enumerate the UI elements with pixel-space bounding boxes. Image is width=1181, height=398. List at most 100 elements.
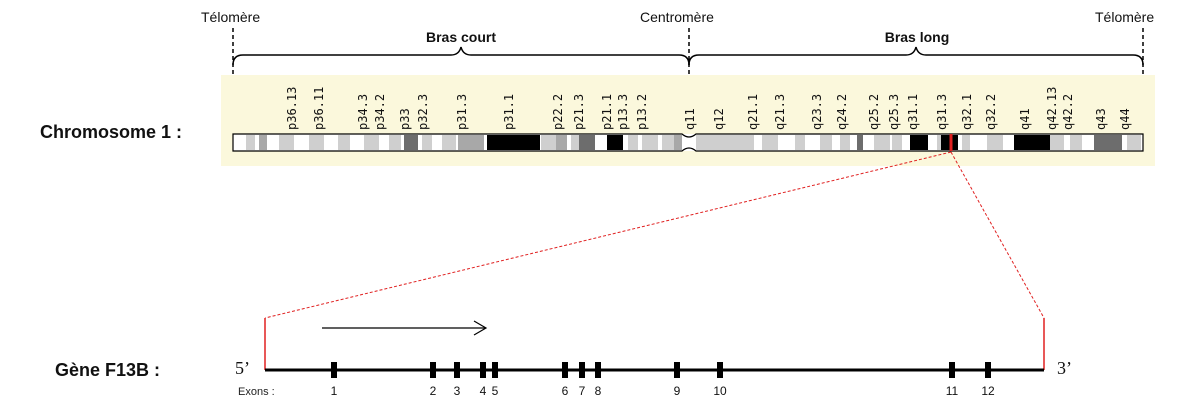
chromosome-band [642,135,658,150]
band-label: q31.1 [906,94,920,130]
chromosome-band [541,135,556,150]
band-label: q11 [683,108,697,130]
band-label: p21.3 [572,94,586,130]
chromosome-band [706,135,754,150]
band-label: p33 [398,108,412,130]
five-prime-label: 5’ [235,358,250,378]
gene-title: Gène F13B : [55,360,161,380]
exon-number: 7 [579,384,586,398]
chromosome-band [696,135,706,150]
exon-number: 1 [331,384,338,398]
exon-number: 3 [454,384,461,398]
band-rect-group [246,135,1141,150]
short-arm-label: Bras court [426,29,496,45]
band-label: q25.2 [867,94,881,130]
band-label: q42.2 [1061,94,1075,130]
chromosome-band [892,135,902,150]
band-label: p13.2 [635,94,649,130]
band-label: q32.1 [960,94,974,130]
exon-mark [949,362,955,378]
chromosome-title: Chromosome 1 : [40,122,183,142]
band-label: p31.3 [455,94,469,130]
chromosome-band [857,135,863,150]
short-arm-brace [232,46,690,66]
exon-mark [331,362,337,378]
chromosome-band [487,135,540,150]
exon-number: 12 [981,384,995,398]
exon-mark [492,362,498,378]
band-label: q25.3 [887,94,901,130]
band-label: q21.3 [773,94,787,130]
band-label: q42.13 [1045,87,1059,130]
zoom-line-left [264,151,952,319]
chromosome-band [762,135,778,150]
chromosome-band [1050,135,1064,150]
exon-mark [579,362,585,378]
chromosome-band [607,135,623,150]
exon-number: 10 [713,384,727,398]
chromosome-band [571,135,579,150]
band-label: p34.2 [373,94,387,130]
band-label: p34.3 [356,94,370,130]
band-label: p21.1 [600,94,614,130]
exon-number: 5 [492,384,499,398]
exon-mark [480,362,486,378]
exon-mark [454,362,460,378]
chromosome-band [820,135,832,150]
chromosome-band [674,135,682,150]
chromosome-band [309,135,324,150]
exons-label: Exons : [238,386,275,398]
chromosome-band [279,135,294,150]
band-label: q32.2 [984,94,998,130]
band-label: q21.1 [746,94,760,130]
exon-mark [985,362,991,378]
exon-mark [595,362,601,378]
chromosome-band [458,135,484,150]
telomere-left-label: Télomère [201,9,260,25]
chromosome-band [442,135,456,150]
telomere-right-label: Télomère [1095,9,1154,25]
transcription-arrow [322,320,488,336]
band-label: p31.1 [502,94,516,130]
band-label: p32.3 [416,94,430,130]
chromosome-band [338,135,350,150]
chromosome-band [1070,135,1082,150]
chromosome-band [910,135,928,150]
band-label: p36.13 [285,87,299,130]
chromosome-band [404,135,418,150]
exon-number: 6 [562,384,569,398]
chromosome-outline [232,133,1144,152]
exon-mark [430,362,436,378]
exon-number: 2 [430,384,437,398]
chromosome-band [795,135,805,150]
exon-mark [674,362,680,378]
long-arm-label: Bras long [885,29,950,45]
chromosome-band [1014,135,1050,150]
band-label: q12 [712,108,726,130]
exon-number: 9 [674,384,681,398]
chromosome-band [556,135,567,150]
chromosome-band [937,135,943,150]
chromosome-band [1094,135,1122,150]
band-label: q43 [1094,108,1108,130]
three-prime-label: 3’ [1057,358,1072,378]
chromosome-band [962,135,970,150]
band-label: q31.3 [935,94,949,130]
chromosome-band [1127,135,1141,150]
centromere-label: Centromère [640,9,714,25]
chromosome-band [364,135,379,150]
band-label: q23.3 [810,94,824,130]
chromosome-band [840,135,850,150]
chromosome-band [628,135,638,150]
chromosome-band [389,135,401,150]
exon-number: 8 [595,384,602,398]
chromosome-band [662,135,674,150]
band-label: q44 [1118,108,1132,130]
chromosome-band [579,135,595,150]
exon-number: 11 [946,384,959,398]
long-arm-brace [688,46,1144,66]
